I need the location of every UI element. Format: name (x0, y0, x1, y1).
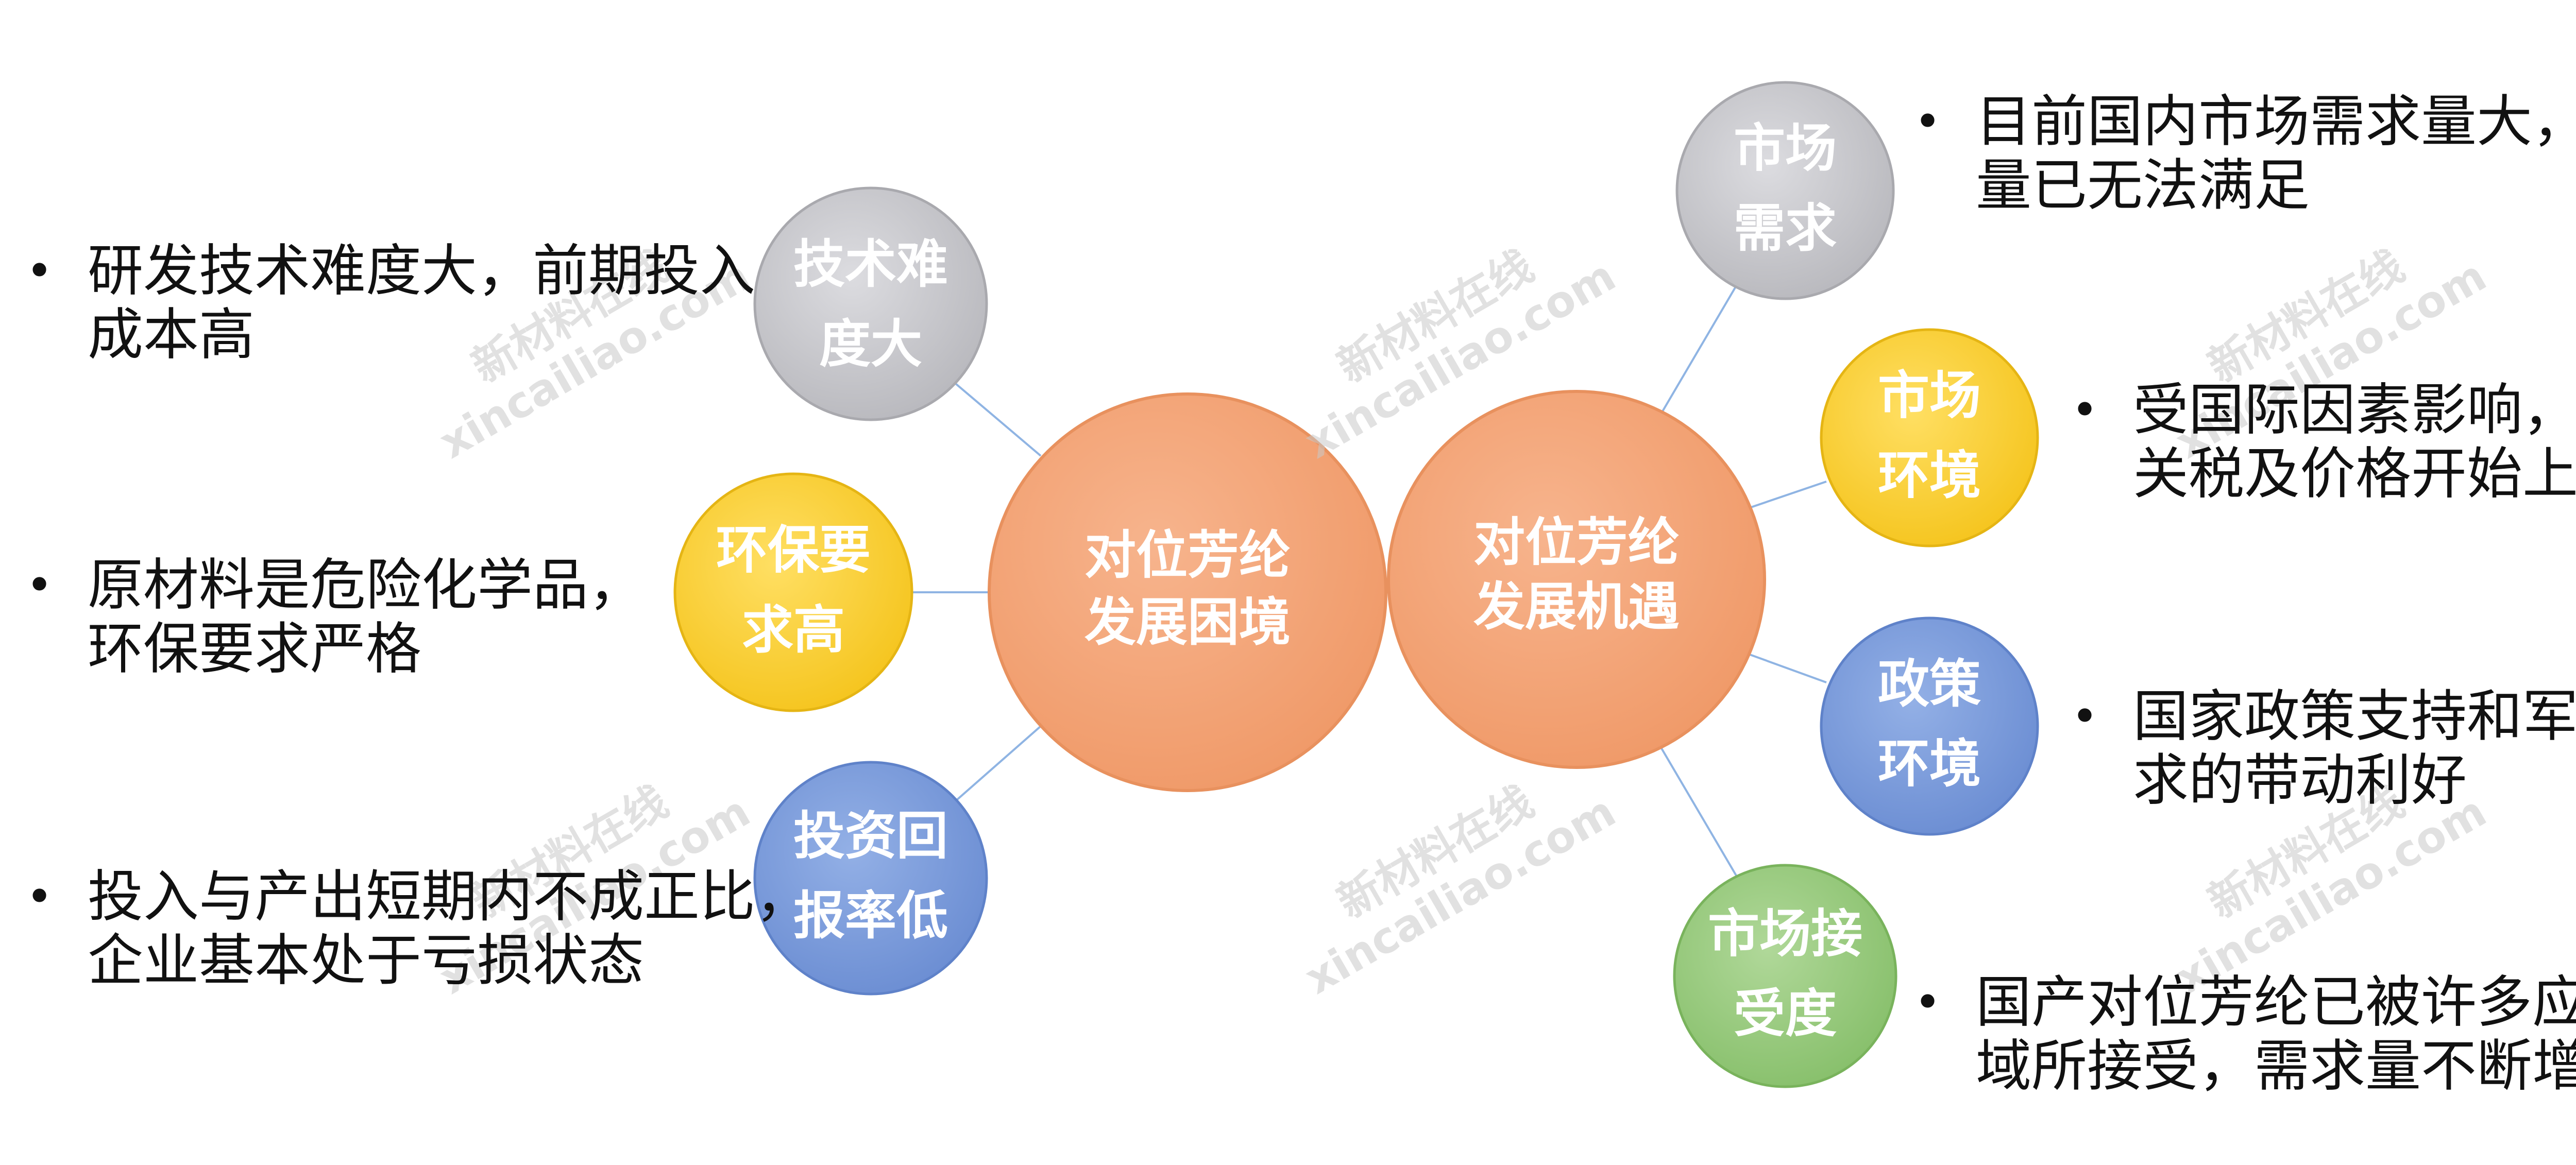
description-policy-environment: 国家政策支持和军工需 求的带动利好 (2071, 685, 2576, 813)
bullet-item: 研发技术难度大，前期投入 成本高 (26, 239, 755, 367)
description-environmental: 原材料是危险化学品， 环保要求严格 (26, 554, 644, 681)
bullet-item: 受国际因素影响，进口 关税及价格开始上涨 (2071, 379, 2576, 506)
node-market-acceptance[interactable]: 市场接 受度 (1673, 864, 1897, 1088)
node-tech-difficulty-line-2: 度大 (819, 314, 922, 374)
bullet-item: 目前国内市场需求量大，进口 量已无法满足 (1914, 90, 2576, 218)
left-hub-line-1: 对位芳纶 (1084, 525, 1291, 585)
description-line: 原材料是危险化学品， (88, 553, 645, 618)
bullet-item: 投入与产出短期内不成正比， 企业基本处于亏损状态 (26, 865, 811, 993)
node-policy-environment[interactable]: 政策 环境 (1820, 616, 2039, 836)
bullet-item: 国家政策支持和军工需 求的带动利好 (2071, 685, 2576, 813)
node-market-demand-line-1: 市场 (1734, 118, 1837, 178)
description-line: 国家政策支持和军工需 (2133, 684, 2576, 749)
description-line: 国产对位芳纶已被许多应用领 (1976, 970, 2576, 1035)
description-line: 量已无法满足 (1976, 153, 2310, 218)
node-tech-difficulty-line-1: 技术难 (793, 234, 948, 294)
connector-left-3 (955, 725, 1042, 802)
right-hub-line-1: 对位芳纶 (1473, 512, 1680, 572)
description-line: 投入与产出短期内不成正比， (88, 865, 811, 929)
right-hub[interactable]: 对位芳纶 发展机遇 (1387, 390, 1766, 769)
description-line: 受国际因素影响，进口 (2133, 378, 2576, 442)
node-market-environment-line-2: 环境 (1878, 445, 1981, 505)
node-investment-return-line-2: 报率低 (793, 885, 948, 946)
node-policy-environment-line-2: 环境 (1878, 733, 1981, 794)
node-market-environment[interactable]: 市场 环境 (1820, 328, 2039, 547)
description-market-acceptance: 国产对位芳纶已被许多应用领 域所接受，需求量不断增加 (1914, 971, 2576, 1099)
bullet-item: 原材料是危险化学品， 环保要求严格 (26, 554, 644, 681)
node-market-demand-line-2: 需求 (1734, 198, 1837, 258)
node-environmental[interactable]: 环保要 求高 (673, 472, 913, 712)
description-tech-difficulty: 研发技术难度大，前期投入 成本高 (26, 239, 755, 367)
description-market-environment: 受国际因素影响，进口 关税及价格开始上涨 (2071, 379, 2576, 506)
right-hub-line-2: 发展机遇 (1473, 576, 1680, 637)
description-line: 求的带动利好 (2133, 748, 2467, 813)
node-tech-difficulty[interactable]: 技术难 度大 (753, 186, 988, 421)
bullet-item: 国产对位芳纶已被许多应用领 域所接受，需求量不断增加 (1914, 971, 2576, 1099)
description-line: 域所接受，需求量不断增加 (1976, 1034, 2576, 1099)
node-market-demand[interactable]: 市场 需求 (1675, 81, 1895, 300)
node-market-acceptance-line-2: 受度 (1734, 983, 1837, 1043)
connector-left-1 (955, 383, 1042, 457)
description-investment-return: 投入与产出短期内不成正比， 企业基本处于亏损状态 (26, 865, 811, 993)
node-policy-environment-line-1: 政策 (1878, 654, 1981, 714)
node-environmental-line-1: 环保要 (716, 520, 871, 580)
left-hub[interactable]: 对位芳纶 发展困境 (988, 392, 1387, 792)
node-environmental-line-2: 求高 (742, 599, 845, 660)
description-line: 成本高 (88, 303, 255, 367)
node-market-acceptance-line-1: 市场接 (1708, 903, 1862, 964)
description-line: 企业基本处于亏损状态 (88, 929, 645, 993)
left-hub-line-2: 发展困境 (1084, 592, 1291, 652)
node-market-environment-line-1: 市场 (1878, 365, 1981, 425)
description-line: 环保要求严格 (88, 617, 422, 681)
description-line: 目前国内市场需求量大，进口 (1976, 90, 2576, 154)
description-line: 研发技术难度大，前期投入 (88, 239, 756, 303)
node-investment-return-line-1: 投资回 (793, 806, 948, 866)
description-line: 关税及价格开始上涨 (2133, 442, 2576, 506)
description-market-demand: 目前国内市场需求量大，进口 量已无法满足 (1914, 90, 2576, 218)
